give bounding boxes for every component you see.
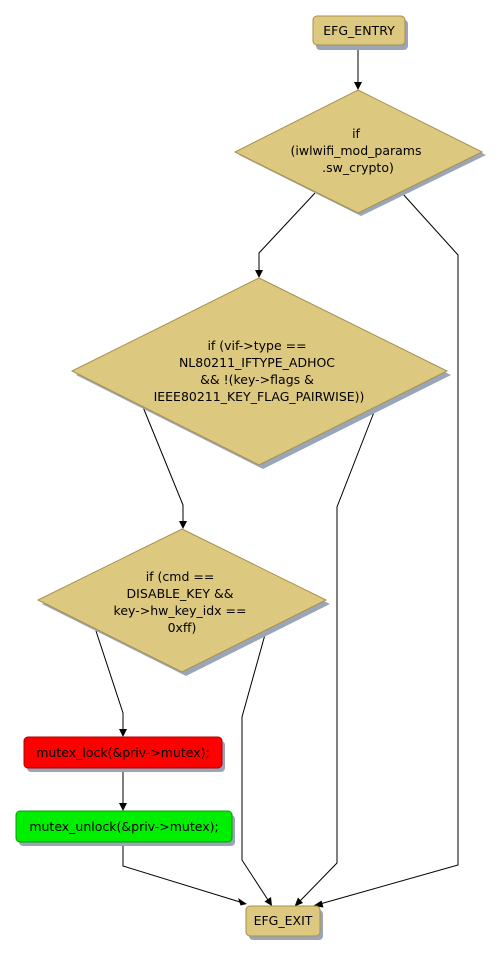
arrowhead-lock bbox=[119, 729, 127, 737]
node-mutex-unlock-label: mutex_unlock(&priv->mutex); bbox=[29, 819, 218, 834]
node-efg-entry-label: EFG_ENTRY bbox=[323, 23, 395, 38]
node-efg-entry[interactable]: EFG_ENTRY bbox=[312, 15, 408, 50]
arrowhead-exit-from-cond3 bbox=[264, 897, 272, 906]
decision-sw-crypto-line-1: if bbox=[352, 126, 360, 141]
arrowhead-exit-from-unlock bbox=[238, 898, 247, 906]
edge-cond2-to-cond3 bbox=[142, 406, 184, 522]
decision-disable-key-line-1: if (cmd == bbox=[146, 569, 215, 584]
edge-cond2-to-exit bbox=[299, 406, 377, 902]
decision-adhoc-pairwise-line-3: && !(key->flags & bbox=[200, 372, 314, 387]
decision-adhoc-pairwise-line-4: IEEE80211_KEY_FLAG_PAIRWISE)) bbox=[154, 389, 365, 404]
node-mutex-lock[interactable]: mutex_lock(&priv->mutex); bbox=[23, 736, 225, 772]
edge-cond1-to-cond2 bbox=[258, 192, 316, 271]
decision-sw-crypto-text: if (iwlwifi_mod_params .sw_crypto) bbox=[291, 126, 426, 175]
arrowhead-exit-from-cond2 bbox=[294, 897, 303, 907]
decision-disable-key-text: if (cmd == DISABLE_KEY && key->hw_key_id… bbox=[114, 569, 251, 635]
edge-unlock-to-exit bbox=[122, 842, 241, 903]
edge-cond1-to-exit bbox=[319, 192, 459, 905]
arrowhead-cond3 bbox=[179, 521, 187, 529]
decision-adhoc-pairwise-text: if (vif->type == NL80211_IFTYPE_ADHOC &&… bbox=[154, 338, 365, 404]
node-efg-exit-label: EFG_EXIT bbox=[254, 913, 313, 928]
node-mutex-lock-label: mutex_lock(&priv->mutex); bbox=[36, 745, 210, 760]
arrowhead-unlock bbox=[119, 803, 127, 811]
decision-disable-key-line-4: 0xff) bbox=[168, 620, 197, 635]
decision-sw-crypto-line-3: .sw_crypto) bbox=[322, 160, 394, 175]
decision-adhoc-pairwise-line-2: NL80211_IFTYPE_ADHOC bbox=[179, 355, 335, 370]
decision-adhoc-pairwise-line-1: if (vif->type == bbox=[207, 338, 306, 353]
decision-adhoc-pairwise[interactable]: if (vif->type == NL80211_IFTYPE_ADHOC &&… bbox=[70, 277, 451, 469]
decision-disable-key[interactable]: if (cmd == DISABLE_KEY && key->hw_key_id… bbox=[36, 528, 330, 676]
decision-disable-key-line-2: DISABLE_KEY && bbox=[127, 586, 234, 601]
decision-disable-key-line-3: key->hw_key_idx == bbox=[114, 603, 247, 618]
edge-cond3-to-lock bbox=[95, 630, 124, 730]
decision-sw-crypto[interactable]: if (iwlwifi_mod_params .sw_crypto) bbox=[233, 89, 486, 216]
edges bbox=[95, 45, 459, 908]
node-mutex-unlock[interactable]: mutex_unlock(&priv->mutex); bbox=[15, 810, 235, 846]
node-efg-exit[interactable]: EFG_EXIT bbox=[245, 905, 323, 940]
decision-sw-crypto-line-2: (iwlwifi_mod_params bbox=[291, 143, 422, 158]
edge-cond3-to-exit bbox=[241, 630, 269, 901]
arrowhead-cond2 bbox=[255, 270, 263, 278]
arrowhead-cond1 bbox=[354, 82, 362, 90]
